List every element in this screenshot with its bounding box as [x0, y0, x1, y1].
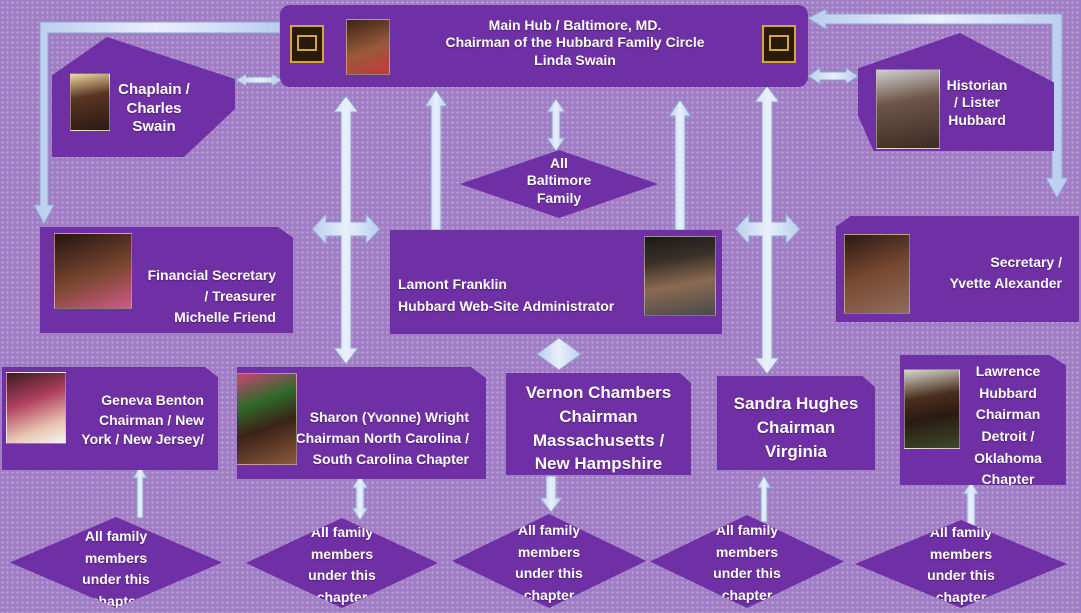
secretary-label: Secretary / Yvette Alexander — [949, 254, 1062, 291]
arrow-chaplain-hub — [235, 73, 283, 87]
web-admin-label: Lamont Franklin Hubbard Web-Site Adminis… — [398, 276, 615, 314]
historian-label: Historian / Lister Hubbard — [946, 77, 1008, 128]
family-crest-icon — [290, 25, 324, 63]
arrow-hub-to-secretary — [806, 8, 1069, 200]
ny-nj-chapter-node: Geneva Benton Chairman / New York / New … — [2, 367, 218, 470]
arrow-cross-right — [734, 85, 801, 375]
family-crest-icon — [762, 25, 796, 63]
geneva-benton-photo — [6, 372, 66, 444]
lister-hubbard-photo — [876, 69, 940, 149]
financial-secretary-node: Financial Secretary / Treasurer Michelle… — [40, 227, 293, 333]
yvette-alexander-photo — [844, 234, 910, 314]
main-hub-node: Main Hub / Baltimore, MD. Chairman of th… — [280, 5, 808, 87]
arrow-hub-historian — [807, 67, 859, 85]
ma-nh-chapter-node: Vernon Chambers Chairman Massachusetts /… — [506, 373, 691, 475]
secretary-node: Secretary / Yvette Alexander — [836, 216, 1079, 322]
all-baltimore-family-label: All Baltimore Family — [526, 155, 592, 206]
arrow-ma-family — [538, 475, 564, 513]
chaplain-label: Chaplain / Charles Swain — [118, 81, 190, 136]
arrow-cross-left — [311, 95, 381, 365]
linda-swain-photo — [346, 19, 390, 75]
arrow-webadmin-hub-left — [424, 89, 448, 231]
ma-nh-chapter-label: Vernon Chambers Chairman Massachusetts /… — [525, 383, 672, 474]
nc-sc-chapter-node: Sharon (Yvonne) Wright Chairman North Ca… — [237, 367, 486, 479]
detroit-oklahoma-chapter-label: Lawrence Hubbard Chairman Detroit / Okla… — [974, 363, 1042, 488]
lawrence-hubbard-photo — [904, 369, 960, 449]
va-chapter-node: Sandra Hughes Chairman Virginia — [717, 376, 875, 470]
arrow-webadmin-ma — [536, 337, 582, 371]
detroit-oklahoma-chapter-node: Lawrence Hubbard Chairman Detroit / Okla… — [900, 355, 1066, 485]
ny-nj-chapter-label: Geneva Benton Chairman / New York / New … — [81, 392, 204, 448]
main-hub-label: Main Hub / Baltimore, MD. Chairman of th… — [445, 17, 705, 68]
web-admin-node: Lamont Franklin Hubbard Web-Site Adminis… — [390, 230, 722, 334]
sharon-wright-photo — [237, 373, 297, 465]
arrow-nc-family — [351, 475, 369, 521]
charles-swain-photo — [70, 73, 110, 131]
financial-secretary-label: Financial Secretary / Treasurer Michelle… — [147, 267, 276, 325]
arrow-detroit-family — [962, 481, 980, 529]
va-chapter-label: Sandra Hughes Chairman Virginia — [733, 394, 859, 461]
arrow-va-family — [756, 475, 772, 523]
lamont-franklin-photo — [644, 236, 716, 316]
arrow-webadmin-hub-right — [668, 99, 692, 231]
michelle-friend-photo — [54, 233, 132, 309]
arrow-hub-to-financial — [33, 21, 281, 226]
arrow-hub-baltimore — [546, 98, 566, 152]
nc-sc-chapter-label: Sharon (Yvonne) Wright Chairman North Ca… — [295, 409, 469, 467]
arrow-ny-family — [132, 465, 148, 519]
